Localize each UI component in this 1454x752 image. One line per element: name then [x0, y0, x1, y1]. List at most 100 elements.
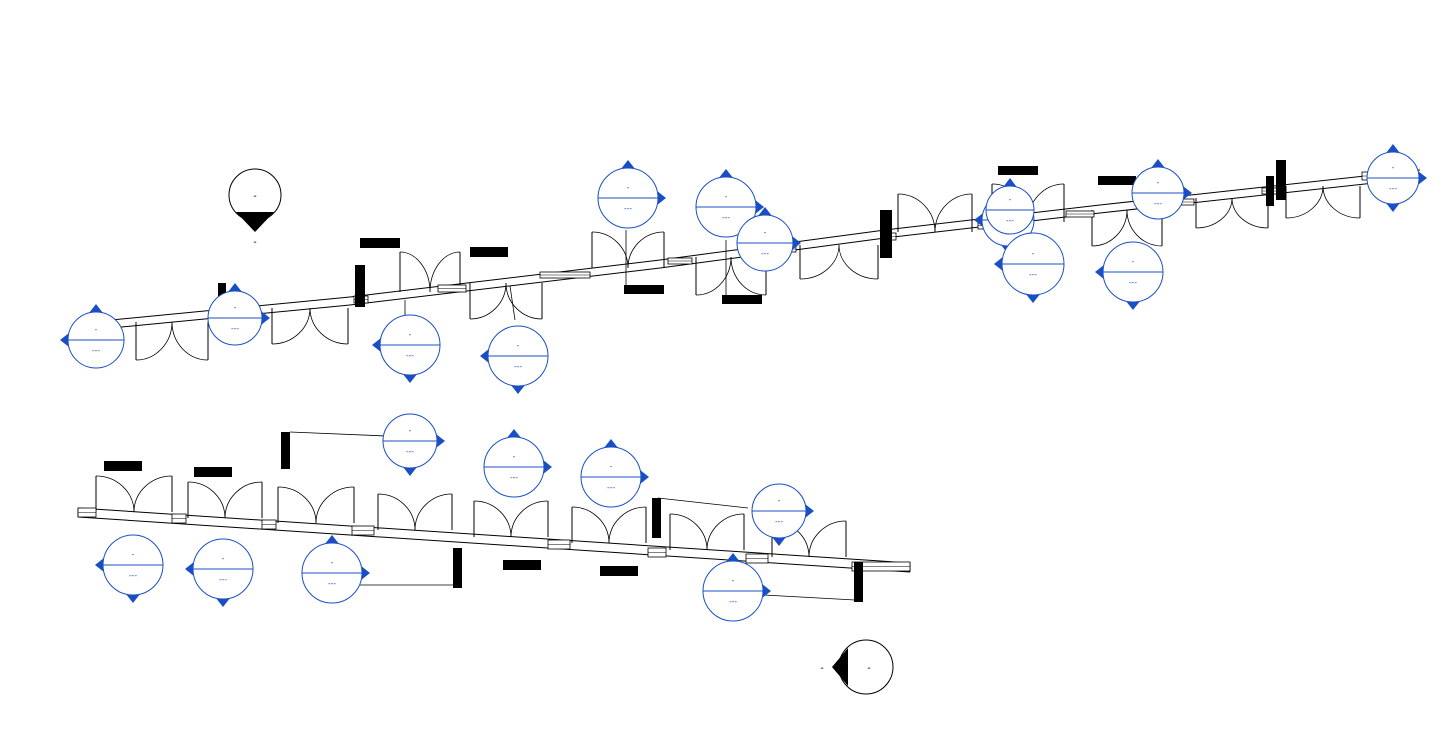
- elevation-tag[interactable]: ----: [985, 178, 1035, 235]
- double-door: [469, 282, 543, 320]
- double-door: [669, 513, 745, 551]
- elevation-tag-sheet: ---: [1029, 270, 1037, 279]
- upper-wall-segment-2: [349, 259, 661, 306]
- elevation-tag-number: -: [222, 554, 225, 563]
- double-door: [1195, 197, 1269, 229]
- door-swings: [95, 183, 1361, 558]
- elevation-tag[interactable]: ----: [1366, 144, 1427, 212]
- section-bottom-label: -: [867, 663, 870, 674]
- elevation-tag-number: -: [1009, 195, 1012, 204]
- elevation-tag[interactable]: ----: [736, 207, 801, 272]
- elevation-tag[interactable]: ----: [702, 553, 771, 622]
- structural-column: [355, 265, 365, 307]
- elevation-tag-number: -: [234, 303, 237, 312]
- double-door: [135, 321, 209, 361]
- elevation-tag-number: -: [132, 550, 135, 559]
- structural-column: [854, 562, 863, 602]
- double-door: [377, 493, 453, 531]
- section-top-caption: -: [253, 237, 256, 248]
- elevation-tag-sheet: ---: [1129, 278, 1137, 287]
- elevation-tag-sheet: ---: [761, 249, 769, 258]
- double-door: [271, 307, 349, 345]
- elevation-tag-sheet: ---: [231, 324, 239, 333]
- elevation-tag-sheet: ---: [92, 346, 100, 355]
- structural-column: [722, 295, 762, 304]
- double-door: [897, 193, 973, 233]
- structural-column: [1098, 176, 1136, 185]
- elevation-tag-sheet: ---: [1154, 199, 1162, 208]
- section-top-label: -: [253, 191, 256, 202]
- leader-line: [657, 497, 749, 509]
- elevation-tag[interactable]: ----: [483, 429, 552, 498]
- elevation-tag-sheet: ---: [129, 571, 137, 580]
- elevation-tag-number: -: [331, 558, 334, 567]
- elevation-tag[interactable]: ----: [580, 439, 649, 508]
- double-door: [571, 506, 647, 544]
- elevation-tag-sheet: ---: [1389, 184, 1397, 193]
- elevation-tag-number: -: [778, 496, 781, 505]
- section-bottom-caption: -: [820, 663, 823, 674]
- structural-column: [1266, 176, 1274, 206]
- elevation-tag[interactable]: ----: [185, 538, 254, 607]
- section-marker-top[interactable]: - -: [228, 168, 282, 248]
- structural-column: [194, 467, 232, 477]
- structural-column: [652, 498, 661, 538]
- elevation-tag-number: -: [1392, 163, 1395, 172]
- elevation-tag-number: -: [627, 183, 630, 192]
- elevation-tag-number: -: [725, 192, 728, 201]
- leader-line: [509, 285, 516, 321]
- structural-column: [600, 566, 638, 576]
- elevation-tag-sheet: ---: [514, 362, 522, 371]
- leader-line: [763, 594, 856, 601]
- elevation-tag-number: -: [610, 462, 613, 471]
- elevation-tags: ----------------------------------------…: [60, 144, 1427, 622]
- elevation-tag[interactable]: ----: [95, 534, 164, 603]
- elevation-tag[interactable]: ----: [751, 483, 814, 546]
- elevation-tag-sheet: ---: [328, 579, 336, 588]
- structural-column: [998, 166, 1038, 175]
- elevation-tag[interactable]: ----: [597, 160, 666, 229]
- elevation-tag-sheet: ---: [722, 213, 730, 222]
- elevation-tag-sheet: ---: [219, 575, 227, 584]
- structural-column: [470, 247, 508, 257]
- double-door: [95, 475, 173, 513]
- structural-column: [1276, 160, 1286, 200]
- elevation-tag[interactable]: ----: [1095, 241, 1164, 310]
- elevation-tag-number: -: [732, 576, 735, 585]
- elevation-tag[interactable]: ----: [1131, 159, 1192, 220]
- section-marker-bottom[interactable]: - -: [820, 639, 894, 695]
- elevation-tag-sheet: ---: [729, 597, 737, 606]
- elevation-tag-number: -: [513, 452, 516, 461]
- elevation-tag-sheet: ---: [406, 447, 414, 456]
- elevation-tag[interactable]: ----: [207, 283, 270, 346]
- elevation-tag[interactable]: ----: [994, 232, 1065, 303]
- elevation-tag-number: -: [1157, 178, 1160, 187]
- elevation-tag-sheet: ---: [775, 517, 783, 526]
- leader-line: [289, 431, 387, 437]
- section-head-icon: [236, 212, 274, 232]
- double-door: [187, 481, 263, 519]
- elevation-tag-number: -: [409, 330, 412, 339]
- elevation-tag[interactable]: ----: [301, 535, 370, 604]
- elevation-tag-sheet: ---: [406, 351, 414, 360]
- elevation-tag[interactable]: ----: [382, 413, 445, 476]
- structural-column: [453, 548, 462, 588]
- double-door: [399, 251, 461, 293]
- section-head-icon: [832, 648, 848, 686]
- double-door: [591, 231, 665, 269]
- elevation-tag-sheet: ---: [510, 473, 518, 482]
- elevation-tag[interactable]: ----: [695, 169, 764, 238]
- elevation-tag[interactable]: ----: [60, 304, 125, 369]
- double-door: [277, 486, 355, 524]
- structural-columns: [104, 160, 1286, 602]
- elevation-tag-number: -: [764, 228, 767, 237]
- elevation-tag-sheet: ---: [607, 483, 615, 492]
- double-door: [473, 500, 549, 538]
- elevation-tag-number: -: [1032, 249, 1035, 258]
- elevation-tag[interactable]: ----: [372, 314, 441, 383]
- elevation-tag[interactable]: ----: [480, 325, 549, 394]
- structural-column: [104, 461, 142, 471]
- structural-column: [880, 210, 892, 258]
